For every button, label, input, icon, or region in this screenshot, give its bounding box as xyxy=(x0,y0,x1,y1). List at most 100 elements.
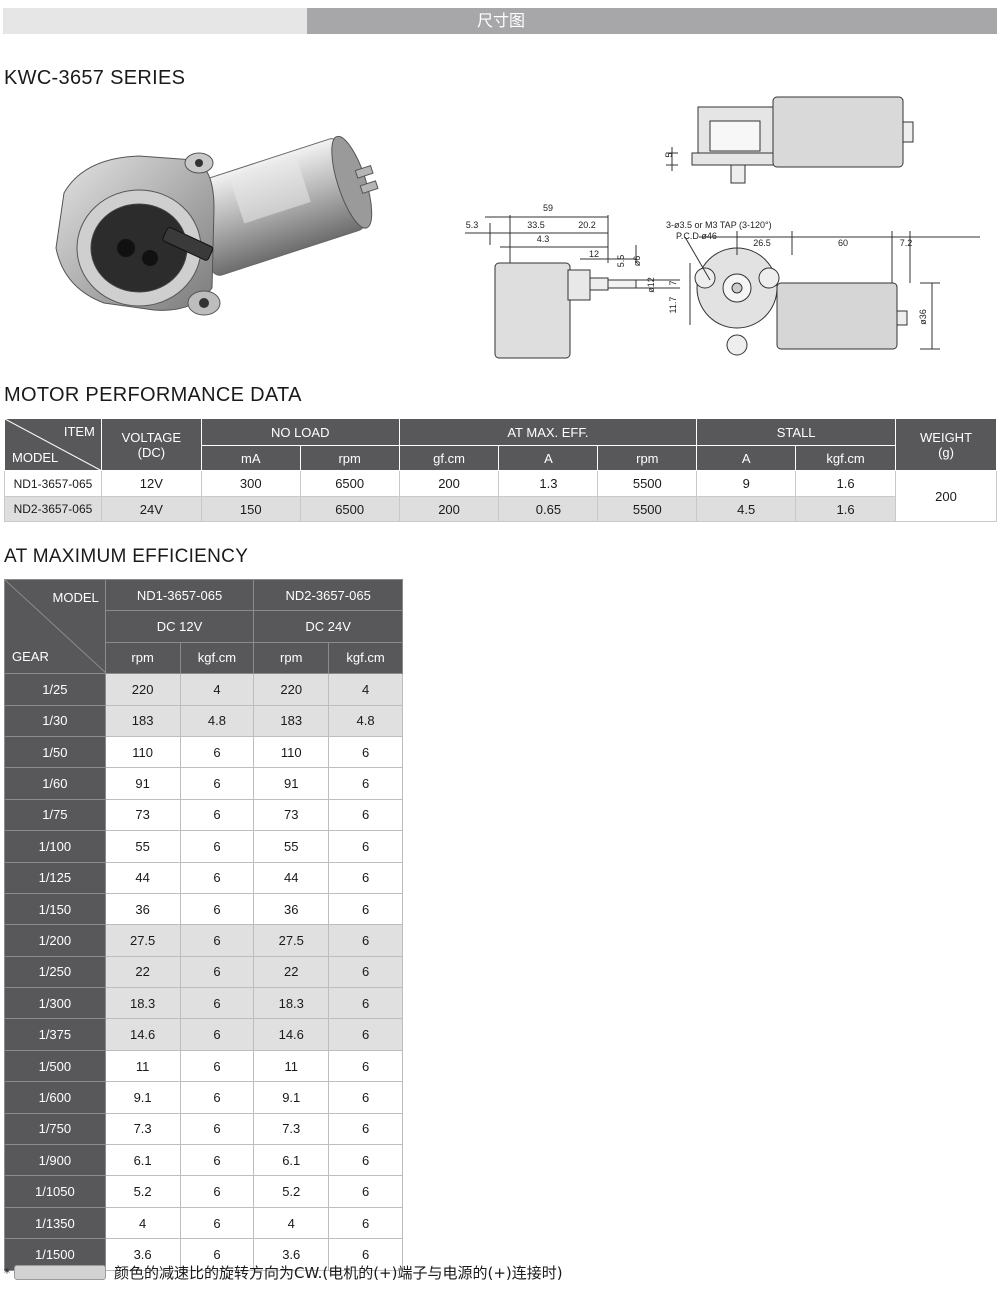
unit-ma: mA xyxy=(200,445,301,471)
value-cell: 6 xyxy=(328,830,403,863)
unit-rpm-2: rpm xyxy=(597,445,698,471)
value-cell: 4 xyxy=(104,1206,181,1240)
table-row: ND2-3657-065 24V 150 6500 200 0.65 5500 … xyxy=(4,496,997,522)
dimension-drawing: 5 59 5.3 33.5 20.2 4.3 12 5.5 ø6 ø12 11.… xyxy=(465,96,980,359)
model-cell: ND2-3657-065 xyxy=(4,496,102,522)
value-cell: 6 xyxy=(328,1112,403,1146)
value-cell: 6 xyxy=(328,1238,403,1271)
voltage-2-header: DC 24V xyxy=(253,610,403,643)
performance-table: ITEM MODEL VOLTAGE (DC) NO LOAD AT MAX. … xyxy=(4,418,997,522)
value-cell: 6 xyxy=(179,735,255,769)
value-cell: 44 xyxy=(253,861,330,894)
value-cell: 4 xyxy=(179,673,255,706)
dim-60: 60 xyxy=(838,238,848,248)
value-cell: 91 xyxy=(104,767,181,800)
cell: 6500 xyxy=(299,496,400,522)
value-cell: 5.2 xyxy=(253,1175,330,1208)
cell: 6500 xyxy=(299,470,400,497)
model-gear-header: MODEL GEAR xyxy=(4,578,106,675)
value-cell: 9.1 xyxy=(253,1081,330,1114)
cell: 300 xyxy=(200,470,301,497)
gear-cell: 1/60 xyxy=(4,767,106,800)
value-cell: 55 xyxy=(253,830,330,863)
value-cell: 6 xyxy=(328,892,403,926)
value-cell: 55 xyxy=(104,830,181,863)
value-cell: 7.3 xyxy=(104,1112,181,1146)
dim-4-3: 4.3 xyxy=(537,234,550,244)
model-1-header: ND1-3657-065 xyxy=(104,578,255,612)
dim-phi36: ø36 xyxy=(918,309,928,325)
value-cell: 22 xyxy=(104,955,181,989)
table-row: ND1-3657-065 12V 300 6500 200 1.3 5500 9… xyxy=(4,470,997,522)
dim-33-5: 33.5 xyxy=(527,220,545,230)
motor-photo xyxy=(55,135,379,316)
value-cell: 6 xyxy=(179,1175,255,1208)
header-band-left xyxy=(3,8,307,34)
gear-cell: 1/75 xyxy=(4,798,106,832)
gear-cell: 1/300 xyxy=(4,987,106,1020)
value-cell: 44 xyxy=(104,861,181,894)
value-cell: 3.6 xyxy=(253,1238,330,1271)
dim-7-2: 7.2 xyxy=(900,238,913,248)
value-cell: 6 xyxy=(328,955,403,989)
voltage-label: VOLTAGE xyxy=(121,429,182,445)
value-cell: 6 xyxy=(179,1081,255,1114)
value-cell: 183 xyxy=(253,704,330,737)
performance-title: MOTOR PERFORMANCE DATA xyxy=(4,384,302,406)
value-cell: 3.6 xyxy=(104,1238,181,1271)
model-header: MODEL xyxy=(12,450,59,465)
dim-5-5: 5.5 xyxy=(616,255,626,268)
gear-cell: 1/100 xyxy=(4,830,106,863)
gear-cell: 1/50 xyxy=(4,735,106,769)
cell: 5500 xyxy=(597,496,698,522)
value-cell: 6 xyxy=(328,861,403,894)
value-cell: 6 xyxy=(179,1238,255,1271)
cell: 200 xyxy=(398,470,500,497)
value-cell: 6 xyxy=(328,1144,403,1177)
efficiency-table: MODEL GEAR ND1-3657-065 ND2-3657-065 DC … xyxy=(4,578,403,1271)
value-cell: 27.5 xyxy=(253,924,330,957)
gear-cell: 1/750 xyxy=(4,1112,106,1146)
highlight-swatch xyxy=(14,1265,106,1280)
item-header: ITEM xyxy=(63,424,95,439)
voltage-unit: (DC) xyxy=(137,444,166,460)
model-header: MODEL xyxy=(52,590,99,605)
value-cell: 6 xyxy=(179,798,255,832)
cell: 200 xyxy=(398,496,500,522)
value-cell: 73 xyxy=(253,798,330,832)
value-cell: 6 xyxy=(328,735,403,769)
diagonal-divider xyxy=(5,580,106,673)
dim-12: 12 xyxy=(589,249,599,259)
stall-header: STALL xyxy=(696,418,897,446)
dim-phi12: ø12 xyxy=(646,277,656,293)
value-cell: 6 xyxy=(179,955,255,989)
value-cell: 110 xyxy=(104,735,181,769)
cell: 9 xyxy=(696,470,797,497)
cell: 5500 xyxy=(597,470,698,497)
unit-a: A xyxy=(498,445,599,471)
footnote: * 颜色的减速比的旋转方向为CW.(电机的(+)端子与电源的(+)连接时) xyxy=(4,1262,563,1283)
value-cell: 6 xyxy=(328,767,403,800)
value-cell: 4.8 xyxy=(179,704,255,737)
rpm-1-header: rpm xyxy=(104,641,181,675)
dim-5: 5 xyxy=(664,152,674,157)
voltage-1-header: DC 12V xyxy=(104,610,255,643)
value-cell: 183 xyxy=(104,704,181,737)
cell: 4.5 xyxy=(696,496,797,522)
value-cell: 14.6 xyxy=(253,1018,330,1051)
diagonal-divider xyxy=(5,419,102,471)
value-cell: 27.5 xyxy=(104,924,181,957)
value-cell: 6 xyxy=(328,798,403,832)
gear-cell: 1/25 xyxy=(4,673,106,706)
gear-header: GEAR xyxy=(12,649,49,665)
cell: 1.6 xyxy=(795,496,897,522)
value-cell: 36 xyxy=(253,892,330,926)
